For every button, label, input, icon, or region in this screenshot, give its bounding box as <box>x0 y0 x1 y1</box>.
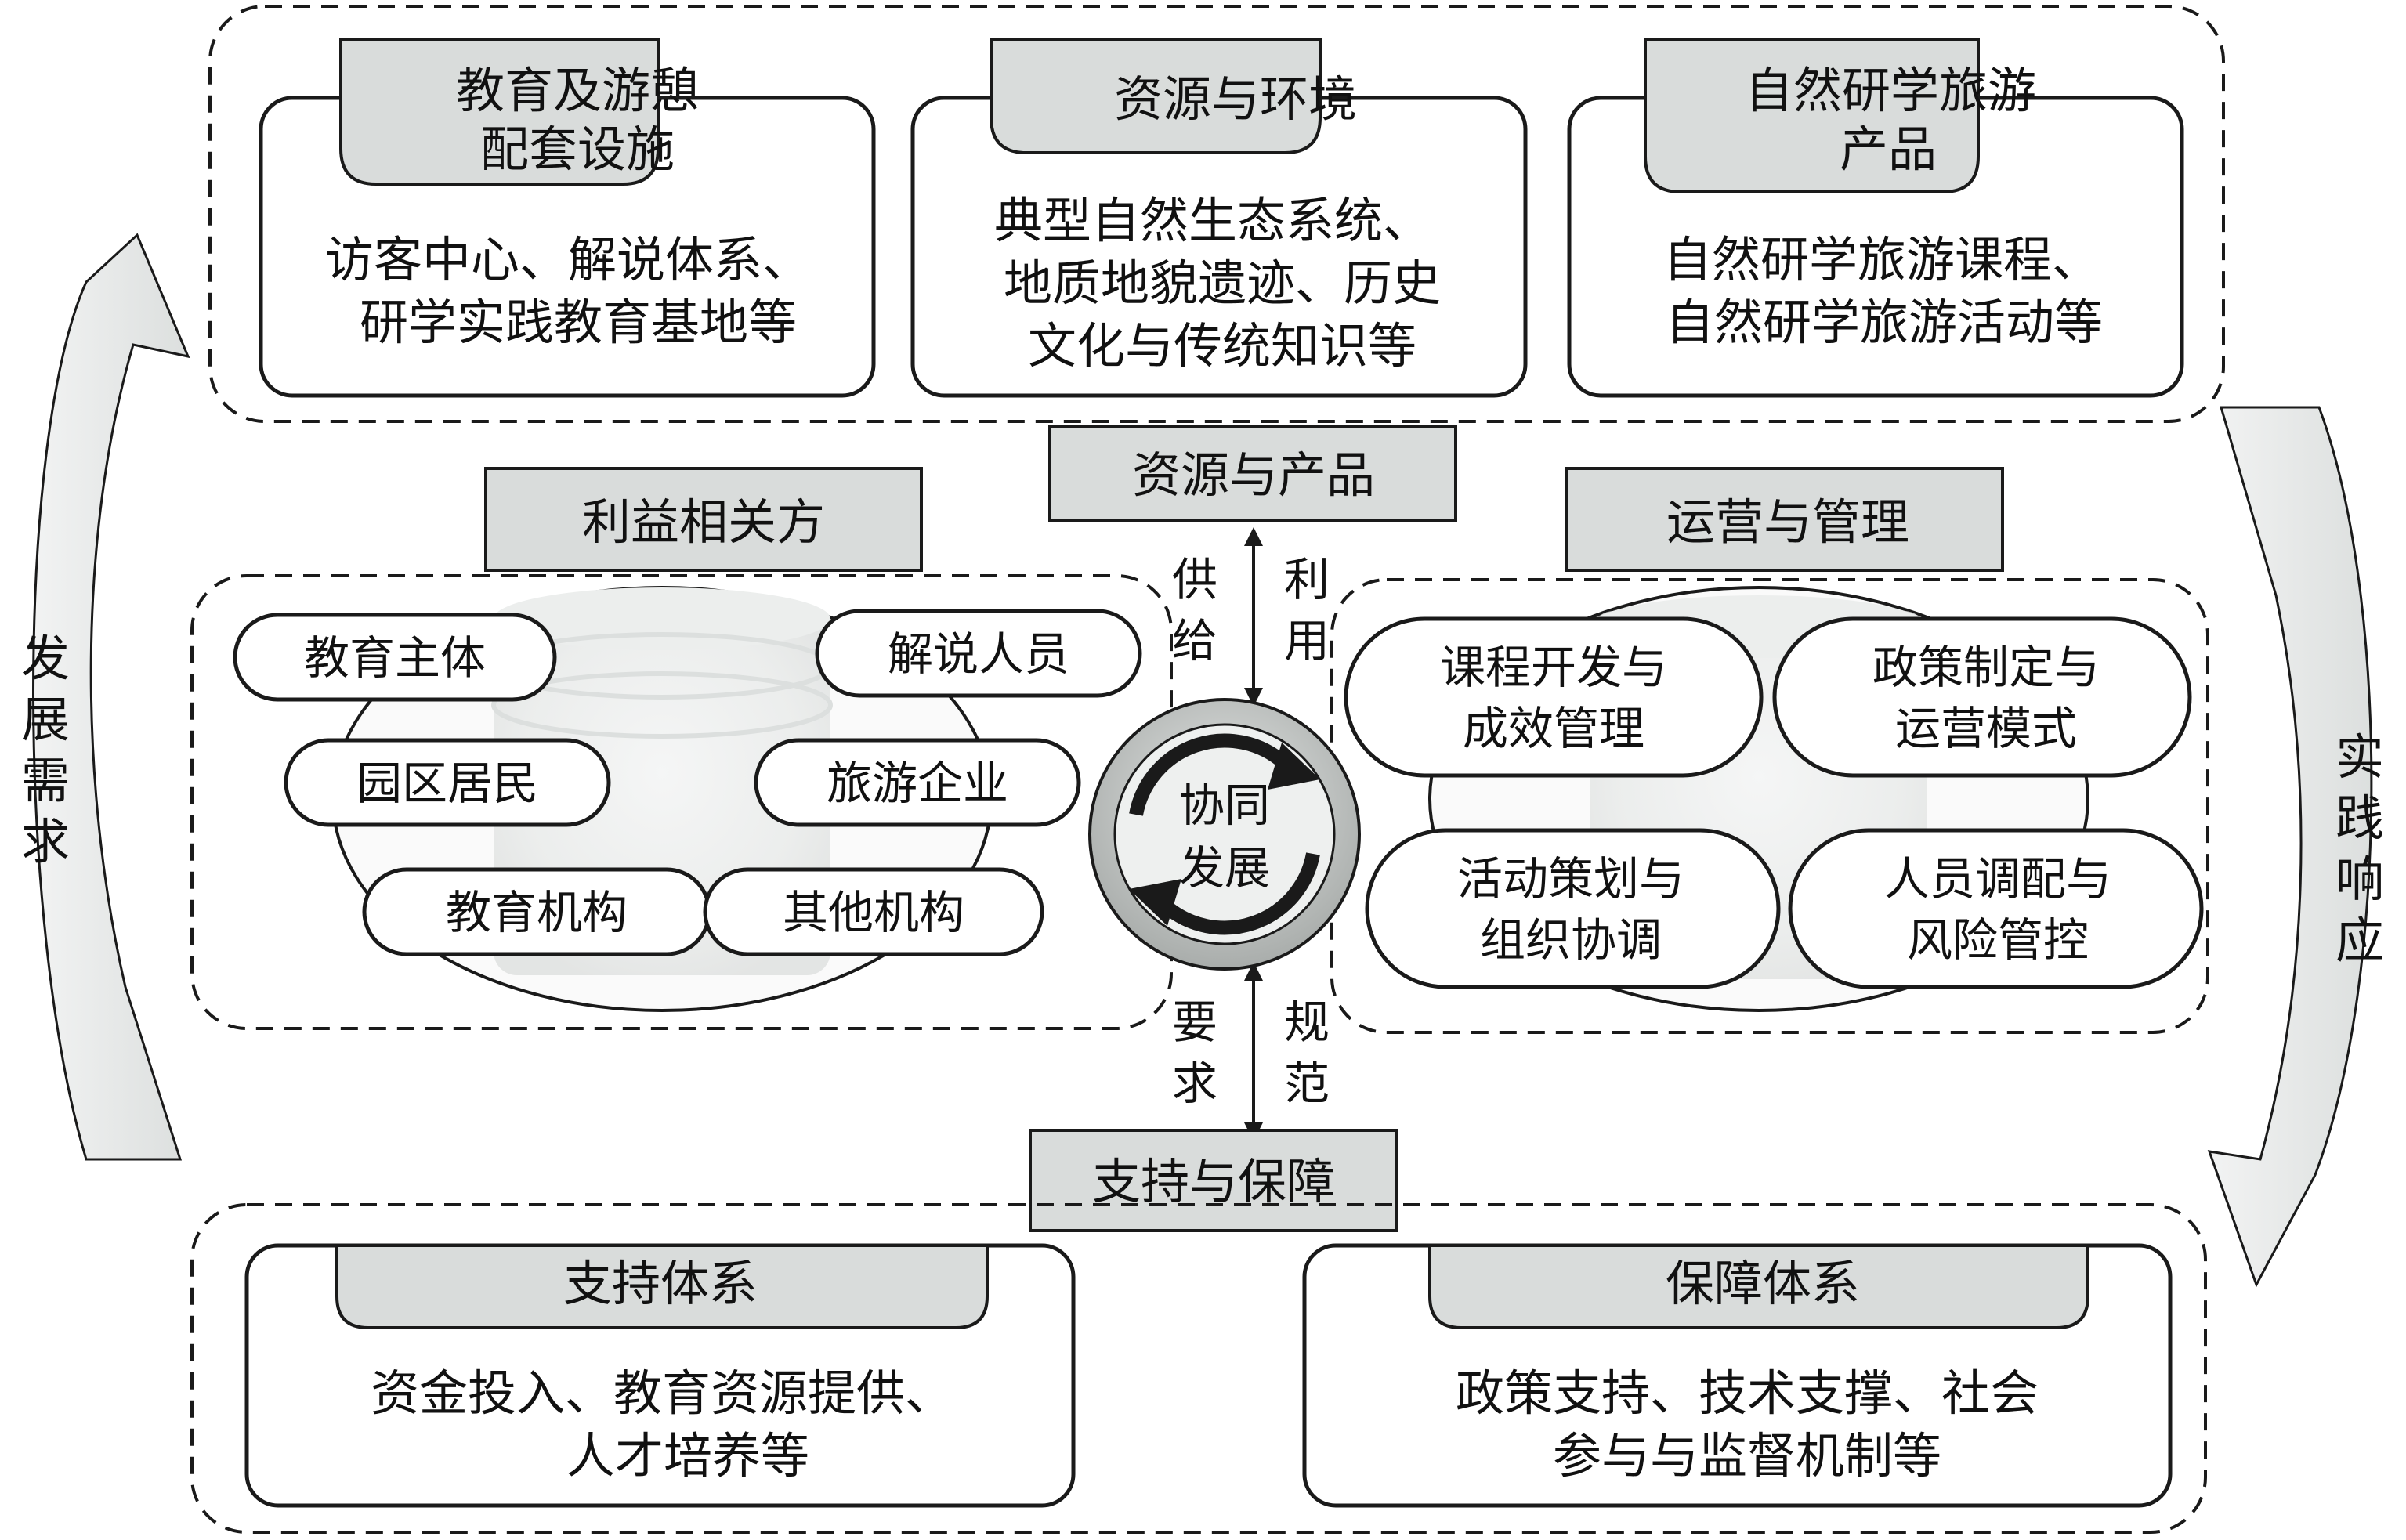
left-arrow-char-1: 展 <box>21 691 70 748</box>
top-box-1-body-line-1: 研学实践教育基地等 <box>360 294 797 351</box>
top-box-2-body-line-1: 地质地貌遗迹、历史 <box>1004 255 1441 312</box>
stakeholder-label-1: 解说人员 <box>888 627 1069 681</box>
cycle-arrow-bottom-icon <box>1159 852 1320 935</box>
bottom-box-guarantee: 保障体系 政策支持、技术支撑、社会 参与与监督机制等 <box>1302 1243 2173 1508</box>
stakeholder-label-2: 园区居民 <box>356 757 538 810</box>
left-stakeholders-section: 利益相关方 教育主体 解说人员 园区居民 旅游企业 教育机构 其他机构 <box>190 467 1173 1030</box>
resources-products-label: 资源与产品 <box>1132 446 1375 504</box>
stakeholder-oval-3 <box>754 738 1081 827</box>
regulate-char-0: 规 <box>1284 996 1330 1049</box>
top-box-1-title-line-0: 教育及游憩 <box>456 62 699 119</box>
support-system-body-line-1: 人才培养等 <box>566 1427 809 1484</box>
bottom-box-support: 支持体系 资金投入、教育资源提供、 人才培养等 <box>244 1243 1076 1508</box>
right-operations-section: 运营与管理 课程开发与 成效管理 政策制定与 运营模式 活动策划与 组织协调 人… <box>1330 467 2209 1034</box>
resources-products-tab: 资源与产品 <box>1048 425 1457 522</box>
stakeholder-label-3: 旅游企业 <box>827 757 1008 810</box>
right-arrow-char-3: 应 <box>2335 912 2384 969</box>
operations-oval-0 <box>1344 616 1764 778</box>
top-box-facilities: 教育及游憩 配套设施 访客中心、解说体系、 研学实践教育基地等 <box>259 38 876 398</box>
bottom-dashed-container <box>190 1203 2207 1534</box>
operations-title: 运营与管理 <box>1666 493 1909 551</box>
use-char-0: 利 <box>1284 553 1330 606</box>
require-char-0: 要 <box>1172 996 1217 1049</box>
right-arrow-char-1: 践 <box>2335 790 2384 847</box>
stakeholder-oval-0 <box>233 613 557 702</box>
support-system-title: 支持体系 <box>563 1255 758 1312</box>
left-arrow-char-0: 发 <box>21 630 70 687</box>
right-curved-arrow: 实 践 响 应 <box>2207 406 2384 1288</box>
top-box-3-body-line-1: 自然研学旅游活动等 <box>1666 294 2103 351</box>
right-arrow-char-0: 实 <box>2335 728 2384 786</box>
operations-oval-1 <box>1772 616 2192 778</box>
top-box-2-title: 资源与环境 <box>1114 70 1357 128</box>
top-box-2-body-line-2: 文化与传统知识等 <box>1028 317 1416 374</box>
operations-label-0-line-1: 成效管理 <box>1463 702 1644 755</box>
synergy-label-line-1: 发展 <box>1179 841 1270 895</box>
operations-label-2-line-0: 活动策划与 <box>1457 852 1684 906</box>
synergy-label-line-0: 协同 <box>1179 779 1270 832</box>
guarantee-system-body-line-1: 参与与监督机制等 <box>1553 1427 1941 1484</box>
cycle-arrow-top-icon <box>1129 733 1290 816</box>
right-arrow-char-2: 响 <box>2335 851 2384 908</box>
top-box-3-body-line-0: 自然研学旅游课程、 <box>1663 231 2100 288</box>
supply-char-0: 供 <box>1172 553 1217 606</box>
left-curved-arrow: 发 展 需 求 <box>21 233 190 1161</box>
use-char-1: 用 <box>1284 614 1330 667</box>
top-box-resources: 资源与环境 典型自然生态系统、 地质地貌遗迹、历史 文化与传统知识等 <box>910 38 1528 398</box>
top-box-products: 自然研学旅游 产品 自然研学旅游课程、 自然研学旅游活动等 <box>1567 38 2184 398</box>
top-box-3-title-line-1: 产品 <box>1840 121 1937 178</box>
stakeholder-label-0: 教育主体 <box>304 631 486 685</box>
support-tab: 支持与保障 <box>1029 1129 1398 1232</box>
operations-label-3-line-0: 人员调配与 <box>1884 852 2111 906</box>
regulate-char-1: 范 <box>1284 1057 1330 1110</box>
center-synergy: 供 给 利 用 要 求 规 范 协同 发展 <box>1088 527 1361 1141</box>
top-box-2-body-line-0: 典型自然生态系统、 <box>994 192 1431 249</box>
support-guarantee-label: 支持与保障 <box>1092 1153 1335 1210</box>
support-system-body-line-0: 资金投入、教育资源提供、 <box>371 1365 953 1422</box>
operations-oval-3 <box>1788 828 2204 989</box>
stakeholder-oval-2 <box>284 738 611 827</box>
stakeholder-label-5: 其他机构 <box>783 886 964 939</box>
operations-label-0-line-0: 课程开发与 <box>1440 641 1667 694</box>
top-box-3-title-line-0: 自然研学旅游 <box>1745 62 2036 119</box>
stakeholder-label-4: 教育机构 <box>446 886 628 939</box>
operations-label-1-line-1: 运营模式 <box>1895 702 2077 755</box>
stakeholder-oval-5 <box>703 867 1044 956</box>
top-dashed-container <box>208 5 2225 423</box>
left-arrow-char-3: 求 <box>21 813 70 870</box>
stakeholder-oval-1 <box>815 609 1142 698</box>
top-box-1-body-line-0: 访客中心、解说体系、 <box>325 231 811 288</box>
operations-label-2-line-1: 组织协调 <box>1480 913 1662 967</box>
supply-char-1: 给 <box>1172 614 1217 667</box>
operations-label-1-line-0: 政策制定与 <box>1872 641 2100 694</box>
require-char-1: 求 <box>1172 1057 1217 1110</box>
left-arrow-char-2: 需 <box>21 752 70 809</box>
operations-oval-2 <box>1365 828 1781 989</box>
right-dashed-container <box>1330 578 2209 1034</box>
guarantee-system-body-line-0: 政策支持、技术支撑、社会 <box>1456 1365 2039 1422</box>
operations-label-3-line-1: 风险管控 <box>1907 913 2089 967</box>
stakeholders-title: 利益相关方 <box>582 493 825 551</box>
top-box-1-title-line-1: 配套设施 <box>480 121 675 178</box>
guarantee-system-title: 保障体系 <box>1666 1255 1860 1312</box>
left-dashed-container <box>190 574 1173 1030</box>
